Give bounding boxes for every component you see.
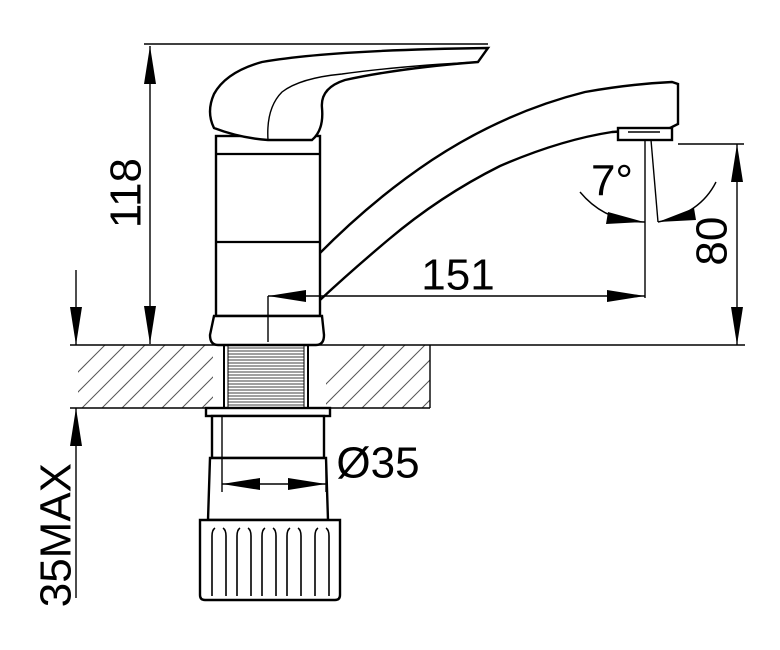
angle-annotation: 7° bbox=[579, 139, 717, 298]
faucet-body bbox=[208, 46, 680, 347]
slab-hatch-right bbox=[326, 345, 430, 408]
slab-hatch-left bbox=[78, 345, 213, 408]
dimension-height: 118 bbox=[102, 43, 488, 344]
height-arrow-bottom bbox=[144, 306, 156, 344]
countertop-slab bbox=[70, 344, 745, 409]
thickness-arrow-bottom bbox=[70, 408, 82, 446]
dimension-max-thickness: 35MAX bbox=[32, 270, 82, 607]
height-arrow-top bbox=[144, 46, 156, 84]
reach-label: 151 bbox=[421, 251, 494, 300]
dimension-spout-height: 80 bbox=[678, 143, 744, 345]
outlet-angled-line bbox=[650, 139, 659, 223]
diameter-arrow-left bbox=[222, 478, 260, 490]
height-label: 118 bbox=[102, 158, 151, 228]
threaded-shank bbox=[223, 344, 309, 409]
diameter-arrow-right bbox=[288, 478, 326, 490]
reach-arrow-right bbox=[607, 290, 645, 302]
diameter-label: Ø35 bbox=[336, 439, 419, 488]
mounting-nut bbox=[198, 406, 342, 602]
thickness-arrow-top bbox=[70, 307, 82, 345]
spout-arrow-top bbox=[731, 144, 743, 182]
angle-label: 7° bbox=[591, 157, 633, 206]
dimension-diameter: Ø35 bbox=[221, 416, 420, 492]
spout-arrow-bottom bbox=[731, 307, 743, 345]
dimension-reach: 151 bbox=[267, 251, 645, 342]
max-thickness-label: 35MAX bbox=[32, 463, 81, 607]
angle-arrow-right bbox=[658, 208, 696, 222]
angle-arrow-left bbox=[606, 212, 644, 224]
reach-arrow-left bbox=[268, 290, 306, 302]
spout-height-label: 80 bbox=[688, 217, 737, 266]
